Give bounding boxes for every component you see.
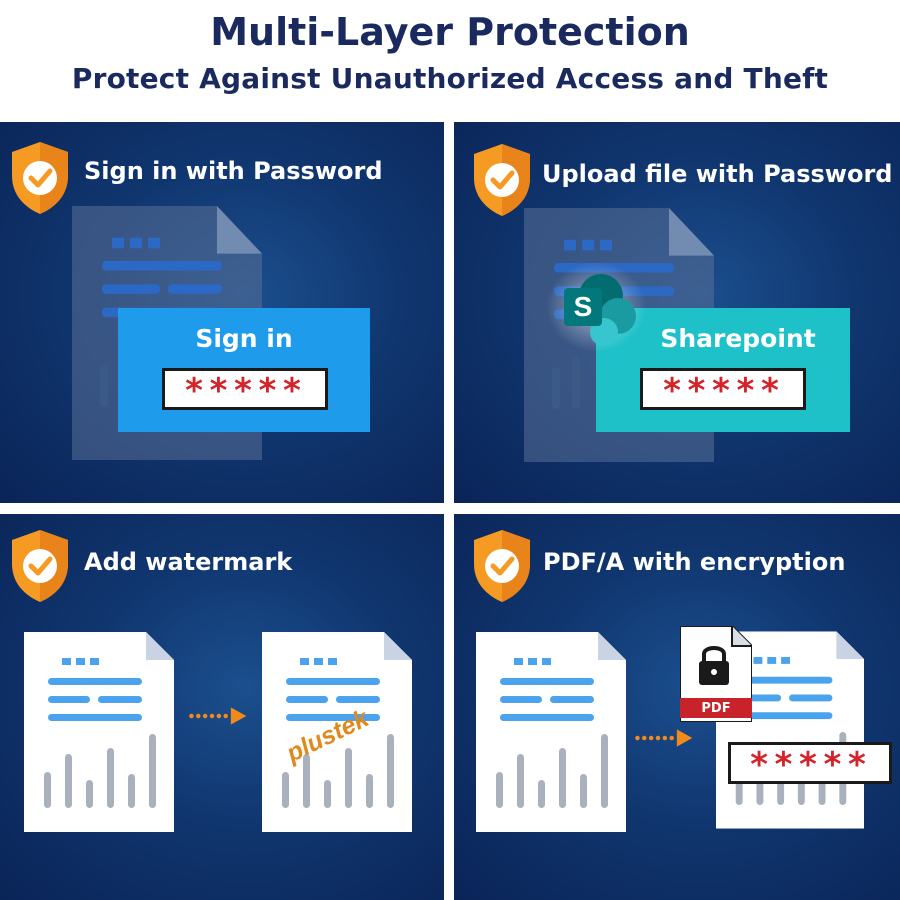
- shield-check-icon: [470, 142, 534, 218]
- feature-label: Add watermark: [84, 548, 293, 576]
- pdf-lock-icon: PDF: [679, 625, 753, 723]
- shield-check-icon: [470, 528, 534, 604]
- sharepoint-logo-icon: S: [546, 262, 646, 352]
- sharepoint-title: Sharepoint: [660, 324, 816, 353]
- shield-check-icon: [8, 528, 72, 604]
- page-title: Multi-Layer Protection: [210, 10, 690, 54]
- sharepoint-card: Sharepoint *****: [596, 308, 850, 432]
- feature-label: PDF/A with encryption: [543, 548, 846, 576]
- feature-label: Upload file with Password: [542, 160, 893, 188]
- arrow-right-icon: [634, 728, 694, 748]
- password-field[interactable]: *****: [162, 368, 328, 411]
- password-field[interactable]: *****: [640, 368, 806, 411]
- document-icon: [476, 632, 626, 832]
- shield-check-icon: [8, 140, 72, 216]
- sign-in-card: Sign in *****: [118, 308, 370, 432]
- arrow-right-icon: [188, 706, 248, 726]
- sharepoint-logo-letter: S: [574, 291, 593, 322]
- page-subtitle: Protect Against Unauthorized Access and …: [71, 62, 829, 95]
- feature-panel-watermark: Add watermark plustek: [0, 514, 444, 900]
- sign-in-title: Sign in: [195, 324, 293, 353]
- pdf-label: PDF: [701, 701, 731, 716]
- feature-label: Sign in with Password: [84, 157, 383, 185]
- feature-panel-upload: Upload file with Password Sharepoint ***…: [454, 122, 900, 503]
- document-icon: [24, 632, 174, 832]
- feature-panel-pdfa: PDF/A with encryption PDF *****: [454, 514, 900, 900]
- password-field[interactable]: *****: [728, 742, 892, 785]
- feature-panel-sign-in: Sign in with Password Sign in *****: [0, 122, 444, 503]
- header: Multi-Layer Protection Protect Against U…: [0, 0, 900, 122]
